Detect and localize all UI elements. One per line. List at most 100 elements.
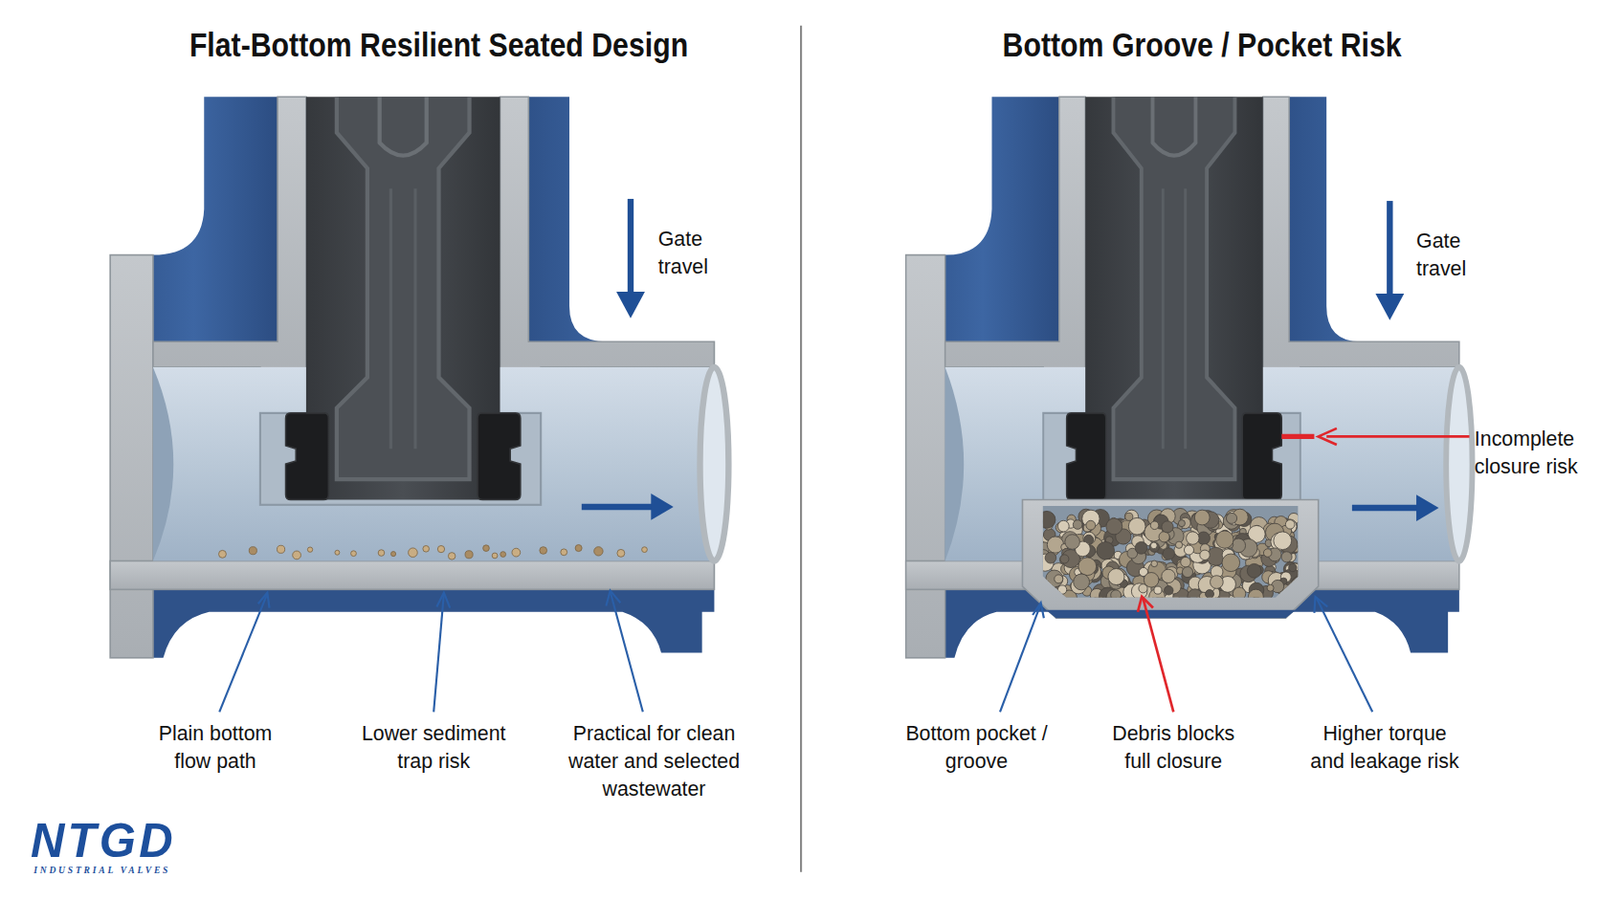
leader-arrowhead xyxy=(436,593,450,609)
leader-arrowhead xyxy=(1318,428,1337,445)
sediment-particle xyxy=(292,551,302,560)
travel-arrowhead xyxy=(1375,293,1404,321)
callout-label: Incomplete closure risk xyxy=(1474,425,1587,482)
gravel-stone xyxy=(1072,520,1083,531)
sediment-group xyxy=(219,545,648,561)
leader-line xyxy=(1142,598,1174,712)
gravel-stone xyxy=(1158,532,1170,543)
gravel-stone xyxy=(1186,532,1200,545)
sediment-particle xyxy=(248,547,257,556)
flow-arrowhead xyxy=(650,493,673,521)
gravel-stone xyxy=(1143,573,1159,589)
gravel-stone xyxy=(1149,542,1159,553)
gravel-stone xyxy=(1290,577,1306,592)
gravel-stone xyxy=(1226,512,1238,524)
gravel-stone xyxy=(1038,511,1056,529)
gravel-stone xyxy=(1288,563,1297,572)
gravel-stone xyxy=(1283,586,1301,604)
arrow-label: Gate travel xyxy=(1416,227,1478,284)
sediment-particle xyxy=(465,551,473,559)
leader-arrowhead xyxy=(605,590,621,606)
sediment-particle xyxy=(491,553,498,559)
sediment-particle xyxy=(307,547,312,553)
sediment-particle xyxy=(334,550,340,556)
callout-label: Practical for clean water and selected w… xyxy=(564,720,744,803)
panel-title: Flat-Bottom Resilient Seated Design xyxy=(122,24,755,67)
sediment-particle xyxy=(642,547,648,554)
callout-label: Bottom pocket / groove xyxy=(902,720,1051,777)
leader-arrowhead xyxy=(258,593,270,609)
gravel-stone xyxy=(1181,567,1193,578)
gravel-stone xyxy=(1073,574,1090,591)
debris-group xyxy=(1036,508,1307,608)
flow-arrow xyxy=(581,504,654,511)
gravel-stone xyxy=(1164,586,1174,596)
gravel-stone xyxy=(1285,520,1295,531)
gravel-stone xyxy=(1210,576,1224,590)
travel-arrow xyxy=(1386,200,1393,296)
sediment-particle xyxy=(617,549,625,557)
sediment-particle xyxy=(500,552,507,558)
leader-line xyxy=(1316,598,1374,712)
leader-line xyxy=(219,594,267,713)
leader-arrowhead xyxy=(1137,597,1154,613)
gravel-stone xyxy=(1108,568,1125,585)
gravel-stone xyxy=(1232,587,1245,600)
gravel-stone xyxy=(1175,541,1182,549)
gravel-stone xyxy=(1106,589,1121,604)
leader-arrowhead xyxy=(1313,597,1328,614)
gravel-stone xyxy=(1054,592,1062,600)
gravel-stone xyxy=(1131,583,1148,600)
gravel-stone xyxy=(1151,560,1158,568)
sediment-particle xyxy=(277,545,286,554)
bottom-pocket-wall xyxy=(1022,500,1318,620)
pocket-valve xyxy=(906,96,1473,658)
sediment-particle xyxy=(437,545,445,553)
gravel-stone xyxy=(1183,545,1194,556)
sediment-particle xyxy=(377,550,385,557)
gravel-stone xyxy=(1125,512,1134,521)
gravel-stone xyxy=(1150,521,1159,531)
gravel-stone xyxy=(1045,570,1064,588)
leader-line xyxy=(1000,603,1042,712)
gravel-stone xyxy=(1046,536,1064,554)
sediment-particle xyxy=(511,548,521,557)
callout-label: Debris blocks full closure xyxy=(1107,720,1241,777)
callout-label: Plain bottom flow path xyxy=(151,720,279,777)
leader-line xyxy=(610,591,644,712)
logo-mark: NTGD xyxy=(30,816,204,866)
panel-divider xyxy=(800,25,802,873)
sediment-particle xyxy=(539,547,548,556)
sediment-particle xyxy=(391,552,397,557)
gravel-stone xyxy=(1177,520,1185,528)
gravel-stone xyxy=(1288,588,1306,606)
sediment-particle xyxy=(447,553,455,560)
gravel-stone xyxy=(1281,552,1292,563)
gravel-stone xyxy=(1273,532,1292,551)
arrow-label: Gate travel xyxy=(658,225,720,282)
gravel-stone xyxy=(1154,586,1162,595)
gravel-stone xyxy=(1180,556,1191,567)
sediment-particle xyxy=(560,549,568,556)
gravel-stone xyxy=(1246,563,1262,578)
gravel-stone xyxy=(1078,557,1097,577)
sediment-particle xyxy=(351,551,357,557)
sediment-particle xyxy=(408,548,419,558)
gravel-stone xyxy=(1057,585,1067,595)
gravel-stone xyxy=(1111,590,1122,601)
gravel-stone xyxy=(1065,534,1081,551)
gravel-stone xyxy=(1263,549,1272,558)
gravel-stone xyxy=(1054,575,1064,584)
gravel-stone xyxy=(1286,590,1300,604)
callout-label: Lower sediment trap risk xyxy=(356,720,511,777)
leader-line xyxy=(433,594,445,713)
gravel-stone xyxy=(1266,584,1274,592)
travel-arrow xyxy=(627,199,634,294)
sediment-particle xyxy=(422,545,430,553)
travel-arrowhead xyxy=(616,291,645,319)
gravel-stone xyxy=(1096,541,1115,560)
flow-arrow xyxy=(1352,505,1419,512)
gravel-stone xyxy=(1150,542,1157,550)
closure-gap xyxy=(1281,434,1314,440)
